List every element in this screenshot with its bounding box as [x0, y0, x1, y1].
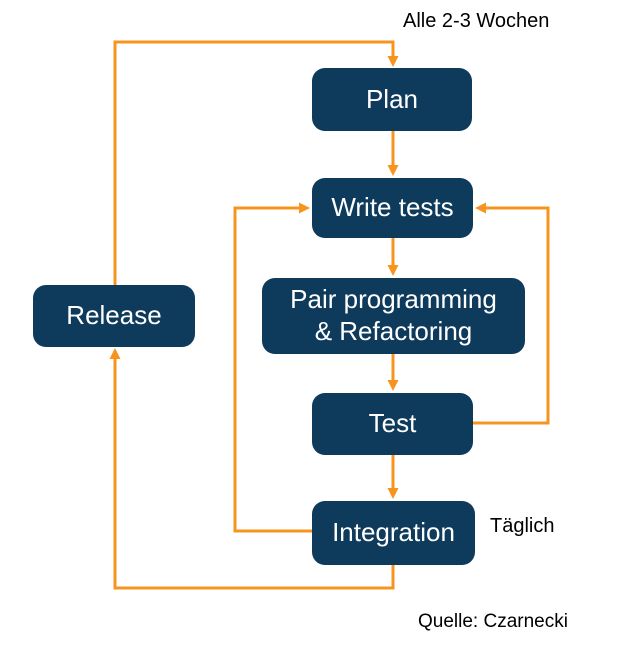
arrow-integration-to-release: [109, 348, 395, 590]
node-plan-label: Plan: [365, 83, 419, 114]
cycle-duration-label: Alle 2-3 Wochen: [403, 10, 550, 32]
arrow-test-to-write-tests-loop: [473, 202, 550, 425]
node-test-label: Test: [368, 408, 417, 439]
node-integration-label: Integration: [332, 517, 455, 548]
node-integration: Integration: [312, 501, 475, 565]
arrow-pair-to-test: [387, 354, 399, 391]
node-write-tests-label: Write tests: [331, 192, 454, 223]
arrow-write-tests-to-pair: [387, 238, 399, 276]
daily-label: Täglich: [490, 515, 555, 537]
node-plan: Plan: [312, 68, 472, 131]
node-release: Release: [33, 285, 195, 347]
arrow-test-to-integration: [387, 455, 399, 499]
node-write-tests: Write tests: [312, 178, 473, 238]
node-release-label: Release: [66, 300, 162, 331]
source-credit-label: Quelle: Czarnecki: [418, 611, 568, 632]
arrow-integration-to-write-tests-loop: [233, 202, 312, 533]
arrow-plan-to-write-tests: [387, 131, 399, 176]
arrow-release-to-plan: [113, 40, 399, 285]
node-pair-programming: Pair programming & Refactoring: [262, 278, 525, 354]
node-pair-programming-label: Pair programming & Refactoring: [290, 284, 497, 346]
node-test: Test: [312, 393, 473, 455]
